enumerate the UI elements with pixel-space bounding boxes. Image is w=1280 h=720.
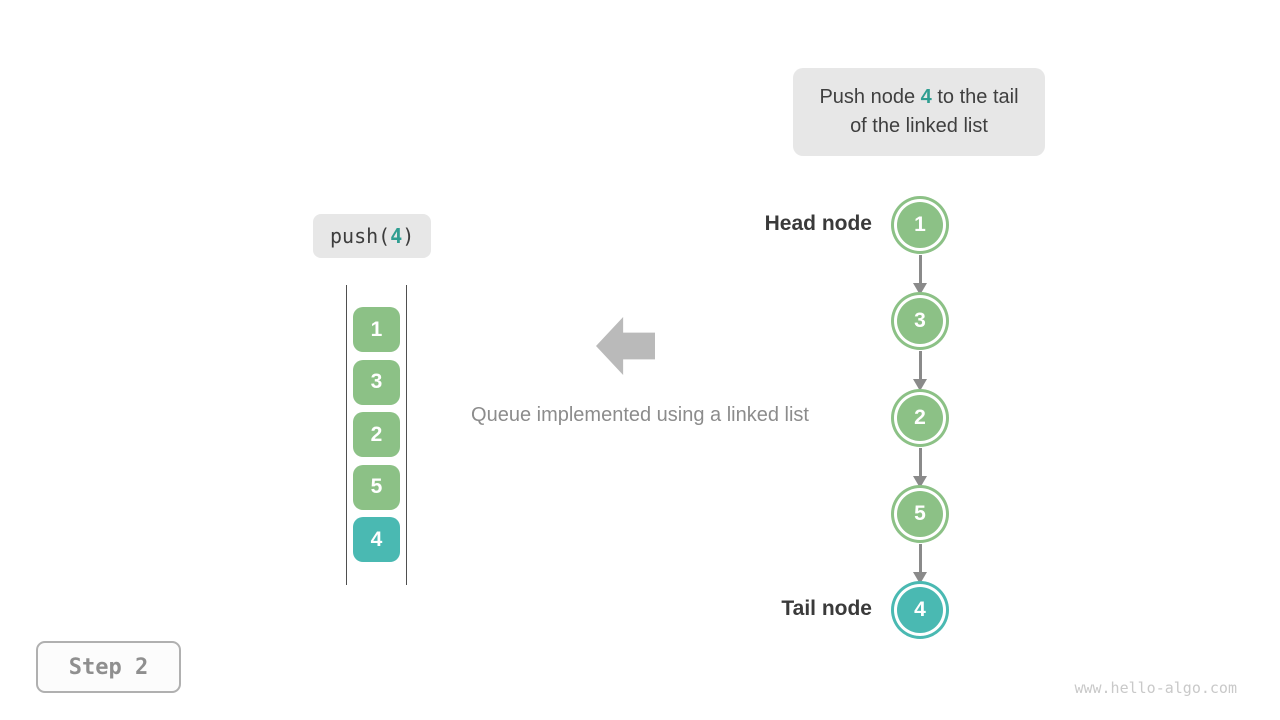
queue-stack: 1 3 2 5 4 xyxy=(346,285,407,585)
arrow-head xyxy=(913,283,927,295)
arrow-down-icon xyxy=(913,351,927,391)
stack-item: 3 xyxy=(353,359,400,405)
list-node: 4 xyxy=(897,587,943,633)
arrow-head xyxy=(913,572,927,584)
arrow-down-icon xyxy=(913,448,927,488)
push-call-chip: push(4) xyxy=(313,214,432,258)
push-call-value: 4 xyxy=(390,224,403,248)
head-node-label: Head node xyxy=(764,212,872,235)
watermark: www.hello-algo.com xyxy=(1074,679,1237,697)
list-node: 2 xyxy=(897,395,943,441)
annotation-value: 4 xyxy=(920,86,932,108)
arrow-line xyxy=(918,351,922,379)
stack-item: 4 xyxy=(353,517,400,562)
arrow-line xyxy=(918,255,922,283)
linked-list: 1 3 2 5 4 xyxy=(897,0,943,720)
stack-item: 1 xyxy=(353,307,400,352)
annotation-suffix: to the tail of the linked list xyxy=(850,86,1019,137)
tail-node-label: Tail node xyxy=(781,597,872,620)
push-annotation-text: Push node 4 to the tail of the linked li… xyxy=(809,83,1029,141)
list-node: 5 xyxy=(897,491,943,537)
arrow-head xyxy=(913,476,927,488)
arrow-line xyxy=(918,448,922,476)
push-call-prefix: push( xyxy=(330,224,391,248)
push-call-suffix: ) xyxy=(402,224,415,248)
annotation-prefix: Push node xyxy=(819,86,921,108)
push-annotation: Push node 4 to the tail of the linked li… xyxy=(793,68,1045,156)
stack-item: 5 xyxy=(353,464,400,510)
list-node: 1 xyxy=(897,202,943,248)
arrow-head xyxy=(913,379,927,391)
list-node: 3 xyxy=(897,298,943,344)
diagram-caption: Queue implemented using a linked list xyxy=(471,404,809,426)
arrow-down-icon xyxy=(913,544,927,584)
arrow-line xyxy=(918,544,922,572)
step-badge: Step 2 xyxy=(36,641,181,693)
left-block-arrow-icon xyxy=(596,317,655,375)
stack-item: 2 xyxy=(353,412,400,457)
arrow-down-icon xyxy=(913,255,927,295)
